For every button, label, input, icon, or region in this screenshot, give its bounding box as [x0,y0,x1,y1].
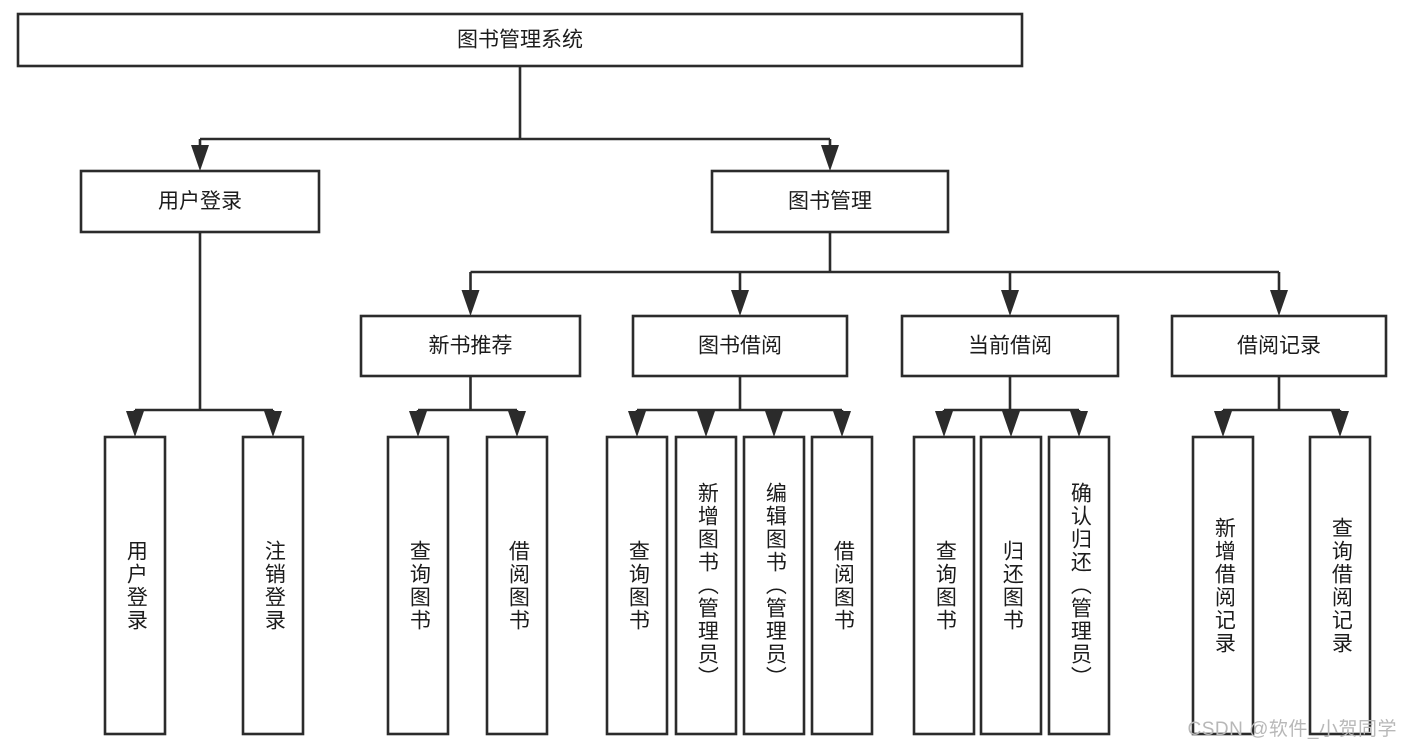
arrow-head-icon [731,290,749,316]
arrow-head-icon [126,411,144,437]
arrow-head-icon [697,411,715,437]
leaf-node-box[interactable] [1047,435,1111,736]
level2-node-box[interactable] [710,169,950,234]
arrow-head-icon [409,411,427,437]
root-node-box[interactable] [16,12,1024,68]
arrow-head-icon [833,411,851,437]
node-box-layer [16,12,1388,736]
leaf-node-box[interactable] [979,435,1043,736]
arrow-head-icon [1001,290,1019,316]
leaf-node-box[interactable] [605,435,669,736]
level3-node-box[interactable] [900,314,1120,378]
level3-node-label: 新书推荐 [429,335,513,358]
level2-node-label: 用户登录 [158,190,242,213]
arrow-head-icon [264,411,282,437]
level2-node-box[interactable] [79,169,321,234]
level3-node-label: 借阅记录 [1237,335,1321,358]
level3-node-label: 当前借阅 [968,335,1052,358]
arrow-head-icon [1214,411,1232,437]
connector-layer [126,66,1349,437]
leaf-node-box[interactable] [742,435,806,736]
leaf-node-box[interactable] [241,435,305,736]
arrow-head-icon [191,145,209,171]
arrow-head-icon [628,411,646,437]
leaf-node-box[interactable] [674,435,738,736]
leaf-node-box[interactable] [1191,435,1255,736]
arrow-head-icon [1270,290,1288,316]
leaf-node-box[interactable] [103,435,167,736]
arrow-head-icon [1002,411,1020,437]
arrow-head-icon [765,411,783,437]
arrow-head-icon [508,411,526,437]
root-node-label: 图书管理系统 [457,29,583,52]
arrow-head-icon [1070,411,1088,437]
arrow-head-icon [821,145,839,171]
arrow-head-icon [1331,411,1349,437]
leaf-node-box[interactable] [810,435,874,736]
level3-node-box[interactable] [359,314,582,378]
arrow-head-icon [461,290,480,316]
leaf-node-box[interactable] [386,435,450,736]
level3-node-label: 图书借阅 [698,335,782,358]
level3-node-box[interactable] [1170,314,1388,378]
arrow-head-icon [935,411,953,437]
leaf-node-box[interactable] [912,435,976,736]
watermark-text: CSDN @软件_小贺同学 [1187,719,1397,740]
level2-node-label: 图书管理 [788,190,872,213]
leaf-node-box[interactable] [485,435,549,736]
level3-node-box[interactable] [631,314,849,378]
leaf-node-box[interactable] [1308,435,1372,736]
